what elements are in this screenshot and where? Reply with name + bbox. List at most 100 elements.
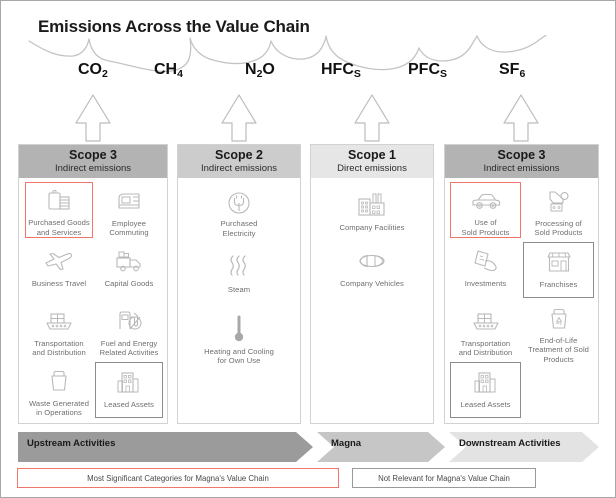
cargo-ship-icon xyxy=(44,306,74,336)
fuel-pump-icon xyxy=(115,306,143,336)
category-steam[interactable]: Steam xyxy=(189,248,289,300)
category-company-vehicles[interactable]: Company Vehicles xyxy=(317,242,427,294)
waste-bin-icon xyxy=(47,366,71,396)
scope-header-scope1: Scope 1 Direct emissions xyxy=(311,145,433,178)
car-icon xyxy=(470,187,502,215)
scope-column-scope1: Scope 1 Direct emissions Company Facilit… xyxy=(310,144,434,424)
scope-header-scope3-upstream: Scope 3 Indirect emissions xyxy=(19,145,167,178)
gas-label-co2: CO2 xyxy=(78,61,108,80)
car-side-icon xyxy=(355,246,389,276)
up-arrow-scope1 xyxy=(354,94,390,142)
category-franchises[interactable]: Franchises xyxy=(523,242,594,298)
category-label: Franchises xyxy=(539,280,578,289)
scope-body: Company Facilities Company Vehicles xyxy=(311,178,433,423)
storefront-icon xyxy=(544,247,574,277)
factory-icon xyxy=(356,190,388,220)
delivery-truck-icon xyxy=(114,246,144,276)
hand-money-icon xyxy=(472,246,500,276)
chevron-downstream[interactable] xyxy=(449,432,599,462)
category-label: Steam xyxy=(227,285,251,294)
category-investments[interactable]: Investments xyxy=(450,242,521,298)
category-label: Investments xyxy=(464,279,507,288)
category-label: Capital Goods xyxy=(104,279,154,288)
scope-title: Scope 3 xyxy=(69,148,117,163)
scope-header-scope3-downstream: Scope 3 Indirect emissions xyxy=(445,145,598,178)
scope-subtitle: Indirect emissions xyxy=(200,162,278,174)
building-icon xyxy=(472,367,500,397)
category-label: Company Vehicles xyxy=(340,279,404,288)
gas-label-hfcs: HFCS xyxy=(321,61,361,80)
category-leased-assets-downstream[interactable]: Leased Assets xyxy=(450,362,521,418)
gas-label-pfcs: PFCS xyxy=(408,61,448,80)
chevron-magna[interactable] xyxy=(317,432,445,462)
gas-label-sf6: SF6 xyxy=(499,61,526,80)
legend-label: Most Significant Categories for Magna's … xyxy=(87,473,269,483)
scope-header-scope2: Scope 2 Indirect emissions xyxy=(178,145,300,178)
up-arrow-scope3-downstream xyxy=(503,94,539,142)
chevron-label-downstream: Downstream Activities xyxy=(459,438,561,449)
scope-subtitle: Indirect emissions xyxy=(54,162,132,174)
gas-label-n2o: N2O xyxy=(245,61,275,80)
scope-subtitle: Indirect emissions xyxy=(483,162,560,174)
train-icon xyxy=(115,186,143,216)
chevron-label-magna: Magna xyxy=(331,438,362,449)
category-label: Business Travel xyxy=(31,279,87,288)
chevron-label-upstream: Upstream Activities xyxy=(27,438,116,449)
up-arrow-scope2 xyxy=(221,94,257,142)
recycle-bin-icon xyxy=(547,306,571,333)
category-business-travel[interactable]: Business Travel xyxy=(25,242,93,298)
thermometer-icon xyxy=(231,314,247,344)
robot-arm-icon xyxy=(545,186,573,216)
plug-icon xyxy=(226,190,252,216)
scope-title: Scope 2 xyxy=(215,148,263,163)
legend-label: Not Relevant for Magna's Value Chain xyxy=(378,473,510,483)
legend-not-relevant[interactable]: Not Relevant for Magna's Value Chain xyxy=(352,468,536,488)
value-chain-chevrons xyxy=(18,432,599,462)
cargo-ship-icon xyxy=(471,306,501,336)
legend-most-significant[interactable]: Most Significant Categories for Magna's … xyxy=(17,468,339,488)
up-arrow-scope3-upstream xyxy=(75,94,111,142)
chevron-upstream[interactable] xyxy=(18,432,313,462)
category-label: Leased Assets xyxy=(460,400,511,409)
building-icon xyxy=(115,367,143,397)
purchased-goods-icon xyxy=(46,187,72,215)
category-label: Leased Assets xyxy=(103,400,155,409)
airplane-icon xyxy=(44,246,74,276)
category-capital-goods[interactable]: Capital Goods xyxy=(95,242,163,298)
category-company-facilities[interactable]: Company Facilities xyxy=(317,186,427,238)
page-title: Emissions Across the Value Chain xyxy=(38,17,310,36)
category-leased-assets-upstream[interactable]: Leased Assets xyxy=(95,362,163,418)
category-label: Company Facilities xyxy=(339,223,405,232)
scope-column-scope3-upstream: Scope 3 Indirect emissions Purchased Goo… xyxy=(18,144,168,424)
cloud-squiggle-decoration xyxy=(28,35,548,73)
gas-label-ch4: CH4 xyxy=(154,61,183,80)
